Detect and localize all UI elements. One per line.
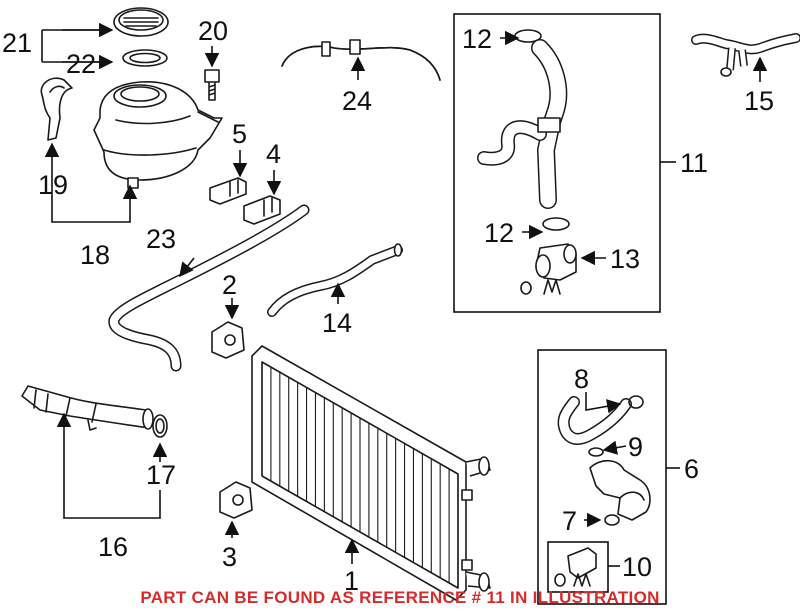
callout-22: 22: [66, 49, 96, 79]
callout-6: 6: [684, 454, 699, 484]
callout-9: 9: [628, 432, 643, 462]
leader-lines: [41, 22, 768, 567]
coolant-hose-assembly: [477, 29, 570, 231]
radiator-mount-upper: [211, 321, 245, 359]
coolant-reservoir: [93, 81, 223, 189]
callout-2: 2: [222, 270, 237, 300]
reference-note: PART CAN BE FOUND AS REFERENCE # 11 IN I…: [140, 588, 660, 607]
coolant-pipe: [267, 243, 403, 317]
callout-1: 1: [344, 566, 359, 596]
coolant-pipe-lower: [21, 385, 154, 431]
callout-8: 8: [574, 364, 589, 394]
callout-12-upper: 12: [462, 24, 492, 54]
upper-coolant-hose: [281, 39, 441, 81]
radiator-fins: [261, 362, 459, 588]
callout-12-lower: 12: [484, 218, 514, 248]
callout-4: 4: [266, 139, 281, 169]
callout-16: 16: [98, 532, 128, 562]
mounting-bolt: [204, 69, 220, 101]
pipe-o-ring: [152, 414, 168, 438]
assembly-11-frame: [453, 13, 661, 313]
callout-18: 18: [80, 240, 110, 270]
bypass-hose: [108, 204, 310, 372]
radiator-mount-lower: [219, 481, 253, 519]
reservoir-clip: [40, 77, 73, 141]
callout-14: 14: [322, 308, 352, 338]
callout-21: 21: [2, 28, 32, 58]
callout-19: 19: [38, 170, 68, 200]
callout-17: 17: [146, 460, 176, 490]
thermostat-housing-assembly: [547, 395, 651, 593]
temperature-sensor: [243, 195, 281, 225]
heater-hose-assembly: [691, 33, 800, 77]
callout-23: 23: [146, 224, 176, 254]
callout-20: 20: [198, 16, 228, 46]
callout-3: 3: [222, 542, 237, 572]
callout-11: 11: [680, 148, 708, 178]
callout-labels: 21 22 20 19 18 5 4 24 23 2 14 3 1 16 17 …: [2, 16, 774, 596]
callout-15: 15: [744, 86, 774, 116]
callout-24: 24: [342, 86, 372, 116]
callout-7: 7: [562, 506, 577, 536]
radiator: [251, 345, 491, 601]
callout-13: 13: [610, 244, 640, 274]
callout-5: 5: [232, 119, 247, 149]
reservoir-cap: [113, 7, 169, 37]
cap-seal-ring: [122, 49, 168, 67]
callout-10: 10: [622, 552, 652, 582]
hose-connector: [520, 243, 577, 295]
coolant-level-sensor: [209, 177, 247, 205]
assembly-6-frame: [537, 349, 667, 605]
